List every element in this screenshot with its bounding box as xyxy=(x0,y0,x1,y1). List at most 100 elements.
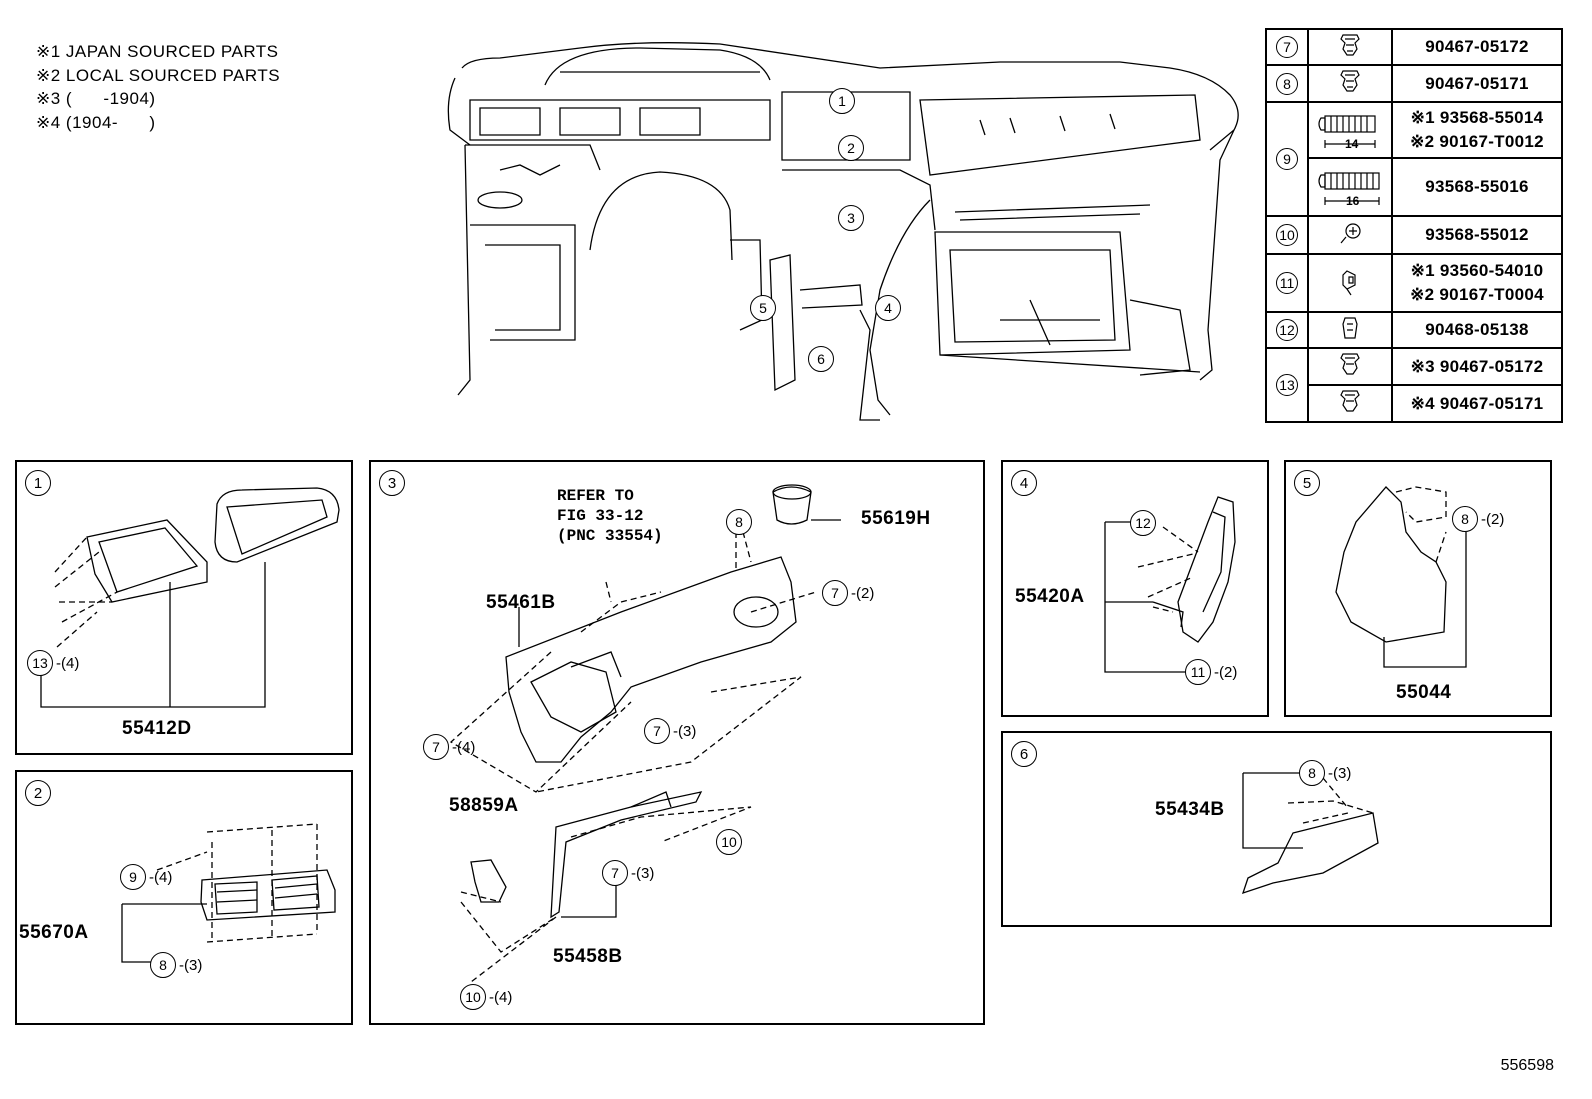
callout-number: 13 xyxy=(27,650,53,676)
callout-number: 8 xyxy=(1299,760,1325,786)
table-row: 13 ※3 90467-05172 xyxy=(1265,347,1563,423)
part-number: ※2 90167-T0004 xyxy=(1410,285,1544,304)
callout-9: 9 -(4) xyxy=(120,864,172,890)
part-pnc-label: 55619H xyxy=(861,508,931,529)
callout-13: 13 -(4) xyxy=(27,650,79,676)
callout-number: 8 xyxy=(150,952,176,978)
table-row: 9 14 ※1 93568-55014 ※2 90167-T0012 xyxy=(1265,101,1563,217)
callout-number: 12 xyxy=(1276,319,1298,341)
illustration-number: 556598 xyxy=(1500,1057,1554,1074)
callout-number: 7 xyxy=(1276,36,1298,58)
callout-qty: -(3) xyxy=(631,864,655,882)
dimension-label: 14 xyxy=(1345,137,1359,151)
callout-8: 8 -(3) xyxy=(1299,760,1351,786)
callout-10: 10 xyxy=(716,829,742,855)
callout-number: 12 xyxy=(1130,510,1156,536)
panel-number: 2 xyxy=(25,780,51,806)
part-pnc-label: 55670A xyxy=(19,922,89,943)
callout-11: 11 -(2) xyxy=(1185,659,1237,685)
panel-number: 4 xyxy=(1011,470,1037,496)
center-vent-drawing xyxy=(121,823,336,963)
part-pnc-label: 55412D xyxy=(122,718,192,739)
part-pnc-label: 55420A xyxy=(1015,586,1085,607)
callout-number: 9 xyxy=(120,864,146,890)
part-number: 90468-05138 xyxy=(1391,311,1563,349)
callout-qty: -(3) xyxy=(1328,764,1352,782)
callout-7: 7 -(4) xyxy=(423,734,475,760)
callout-qty: -(4) xyxy=(149,868,173,886)
callout-number: 7 xyxy=(822,580,848,606)
callout-number: 7 xyxy=(644,718,670,744)
legend-line-1: ※1 JAPAN SOURCED PARTS xyxy=(36,42,279,61)
callout-number: 7 xyxy=(423,734,449,760)
callout-7: 7 -(3) xyxy=(644,718,696,744)
table-row: 8 90467-05171 xyxy=(1265,64,1563,103)
clip-icon xyxy=(1340,390,1360,412)
callout-number: 8 xyxy=(1452,506,1478,532)
panel-2: 2 9 -(4) 8 -(3) 55670A xyxy=(15,770,353,1025)
part-number: ※2 90167-T0012 xyxy=(1410,132,1544,151)
screw-grommet-16-icon: 16 xyxy=(1318,171,1380,208)
callout-qty: -(4) xyxy=(452,738,476,756)
panel-4: 4 12 11 -(2) 55420A xyxy=(1001,460,1269,717)
part-number: ※1 93568-55014 xyxy=(1410,108,1544,127)
side-cover-drawing xyxy=(1335,486,1467,668)
clip-icon xyxy=(1340,70,1360,92)
overview-label-6: 6 xyxy=(808,346,834,372)
callout-10: 10 -(4) xyxy=(460,984,512,1010)
callout-number: 10 xyxy=(460,984,486,1010)
table-row: 12 90468-05138 xyxy=(1265,311,1563,349)
callout-number: 8 xyxy=(726,509,752,535)
table-row: 10 93568-55012 xyxy=(1265,215,1563,255)
part-number: 90467-05172 xyxy=(1391,28,1563,66)
callout-8: 8 xyxy=(726,509,752,535)
callout-12: 12 xyxy=(1130,510,1156,536)
callout-8: 8 -(3) xyxy=(150,952,202,978)
lower-cover-drawing xyxy=(1241,772,1379,895)
reference-note: REFER TO FIG 33-12 (PNC 33554) xyxy=(557,487,663,545)
table-row: 7 90467-05172 xyxy=(1265,28,1563,66)
lower-panel-drawing xyxy=(449,484,841,983)
callout-qty: -(3) xyxy=(179,956,203,974)
callout-qty: -(3) xyxy=(673,722,697,740)
callout-number: 8 xyxy=(1276,72,1298,95)
legend-line-3: ※3 ( -1904) xyxy=(36,89,156,108)
callout-qty: -(2) xyxy=(1481,510,1505,528)
callout-number: 13 xyxy=(1276,374,1298,396)
overview-label-2: 2 xyxy=(838,135,864,161)
part-pnc-label: 55044 xyxy=(1396,682,1452,703)
part-pnc-label: 55434B xyxy=(1155,799,1225,820)
part-number: 90467-05171 xyxy=(1391,64,1563,103)
callout-qty: -(2) xyxy=(1214,663,1238,681)
panel-number: 3 xyxy=(379,470,405,496)
part-number: ※3 90467-05172 xyxy=(1391,347,1563,386)
panel-number: 1 xyxy=(25,470,51,496)
legend-line-2: ※2 LOCAL SOURCED PARTS xyxy=(36,65,281,85)
callout-7: 7 -(2) xyxy=(822,580,874,606)
table-row: 16 93568-55016 xyxy=(1266,157,1563,217)
callout-number: 7 xyxy=(602,860,628,886)
part-pnc-label: 55458B xyxy=(553,946,623,967)
part-pnc-label: 55461B xyxy=(486,592,556,613)
bolt-icon xyxy=(1342,269,1356,295)
screw-icon xyxy=(1340,222,1361,243)
callout-number: 9 xyxy=(1276,148,1298,170)
callout-qty: -(4) xyxy=(56,654,80,672)
clip-icon xyxy=(1340,33,1360,56)
parts-table: 7 90467-05172 8 90467-05171 9 14 ※1 9356… xyxy=(1265,28,1563,423)
panel-6: 6 8 -(3) 55434B xyxy=(1001,731,1552,927)
overview-label-3: 3 xyxy=(838,205,864,231)
nut-clip-icon xyxy=(1342,316,1358,339)
overview-label-5: 5 xyxy=(750,295,776,321)
clip-icon xyxy=(1340,353,1360,375)
callout-number: 11 xyxy=(1185,659,1211,685)
part-number: 93568-55012 xyxy=(1391,215,1563,255)
legend-line-4: ※4 (1904- ) xyxy=(36,112,156,132)
overview-label-4: 4 xyxy=(875,295,901,321)
overview-label-1: 1 xyxy=(829,88,855,114)
dimension-label: 16 xyxy=(1346,194,1360,208)
panel-number: 5 xyxy=(1294,470,1320,496)
table-row: ※4 90467-05171 xyxy=(1266,384,1563,423)
callout-number: 10 xyxy=(1276,224,1298,246)
panel-5: 5 8 -(2) 55044 xyxy=(1284,460,1552,717)
